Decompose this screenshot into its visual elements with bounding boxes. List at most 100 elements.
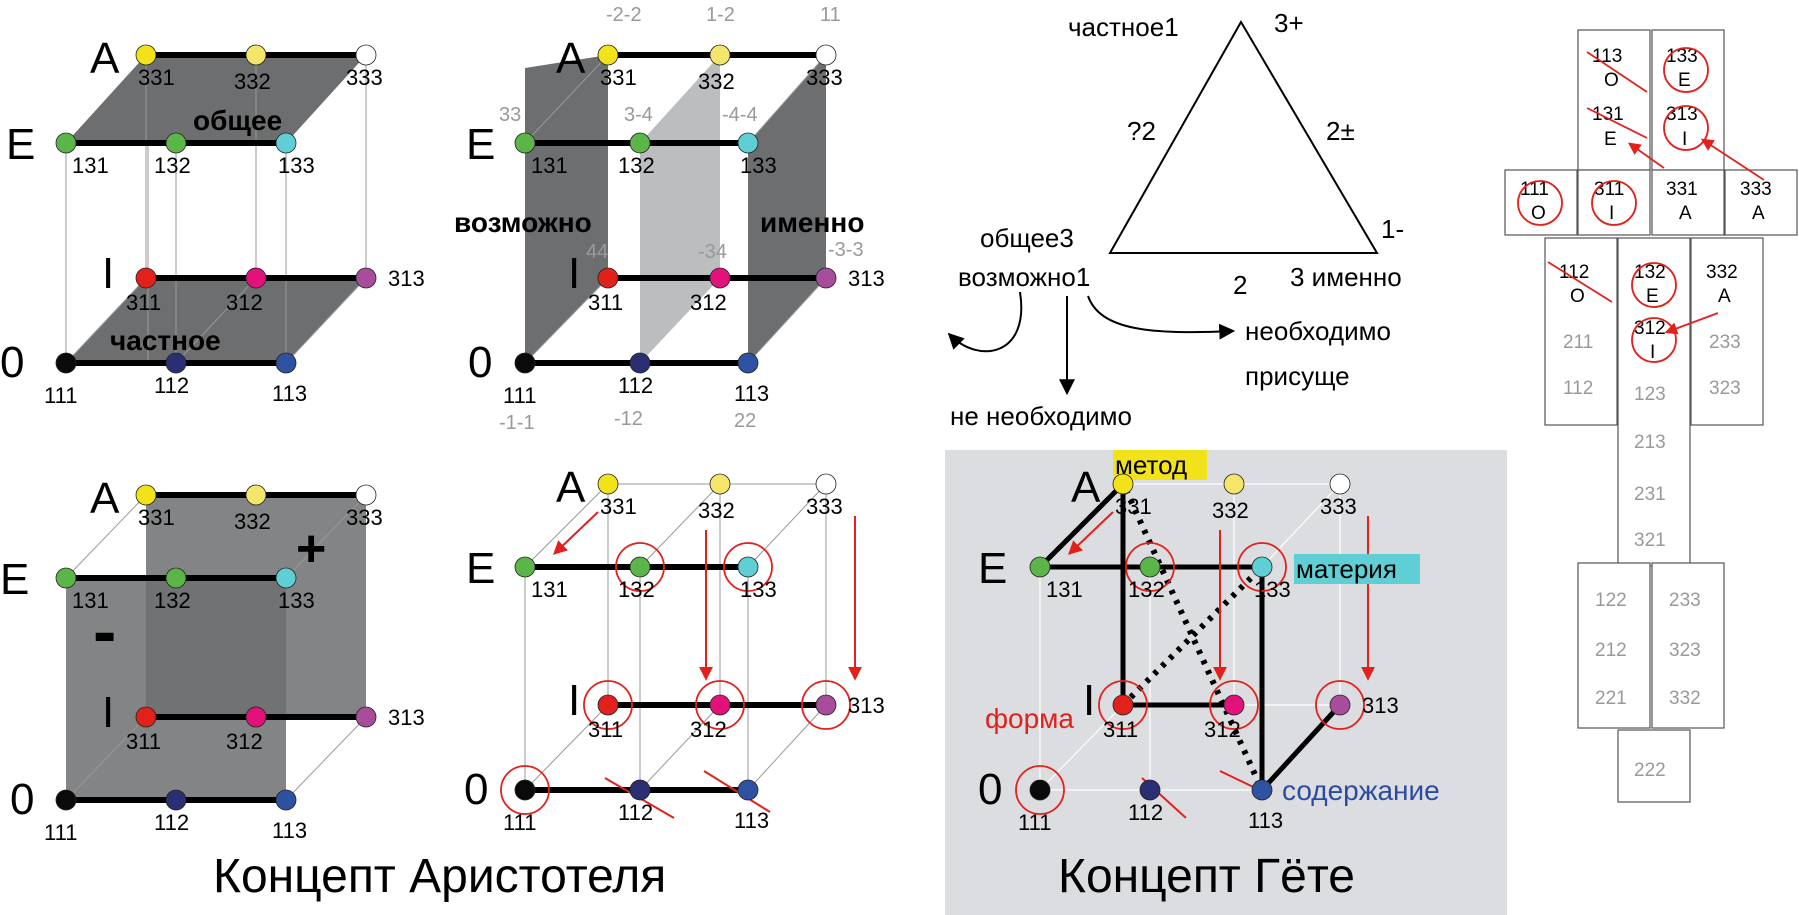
node-label: 331 — [138, 505, 175, 530]
matter-label: материя — [1296, 554, 1397, 584]
node-label: 313 — [388, 705, 425, 730]
node-label: 132 — [154, 588, 191, 613]
node-label: 131 — [72, 588, 109, 613]
node-label: 313 — [388, 266, 425, 291]
grid-cell-text: I — [1682, 129, 1687, 150]
node-113 — [1251, 779, 1273, 801]
grid-cell-text: 123 — [1634, 384, 1666, 405]
gray-code-label: 22 — [734, 410, 756, 432]
node-332 — [709, 44, 731, 66]
level-E-label: E — [6, 120, 35, 169]
exactly-label: именно — [760, 207, 864, 238]
level-O-label: 0 — [0, 338, 24, 387]
right-tip-label: 1- — [1381, 214, 1404, 244]
node-312 — [245, 706, 267, 728]
general-label: общее — [193, 105, 282, 136]
grid-cell-text: A — [1718, 286, 1731, 307]
node-label: 332 — [698, 69, 735, 94]
gray-code-label: 44 — [586, 241, 608, 263]
node-label: 313 — [848, 266, 885, 291]
grid-cell-text: A — [1752, 203, 1765, 224]
node-333 — [355, 484, 377, 506]
exactly3-label: 3 именно — [1290, 262, 1402, 292]
node-label: 113 — [1248, 808, 1283, 833]
gray-code-label: 33 — [499, 104, 521, 126]
node-label: 111 — [503, 810, 536, 835]
node-113 — [737, 779, 759, 801]
node-label: 132 — [1128, 577, 1165, 602]
node-label: 333 — [346, 505, 383, 530]
node-333 — [1329, 473, 1351, 495]
node-label: 311 — [126, 729, 161, 754]
node-131 — [514, 556, 536, 578]
node-332 — [1223, 473, 1245, 495]
node-label: 333 — [806, 494, 843, 519]
grid-cell-text: 222 — [1634, 760, 1666, 781]
node-label: 112 — [618, 373, 653, 398]
node-131 — [1029, 556, 1051, 578]
grid-cell-text: 231 — [1634, 484, 1666, 505]
gray-code-label: -34 — [698, 241, 727, 263]
level-O-label: 0 — [978, 765, 1002, 814]
node-label: 333 — [346, 65, 383, 90]
gray-code-label: -3-3 — [828, 239, 864, 261]
node-111 — [514, 352, 536, 374]
node-331 — [135, 484, 157, 506]
node-132 — [165, 567, 187, 589]
level-E-label: E — [466, 544, 495, 593]
node-312 — [709, 694, 731, 716]
grid-cell-text: 211 — [1563, 332, 1593, 353]
not-necessary-label: не необходимо — [950, 401, 1132, 431]
node-label: 133 — [278, 588, 315, 613]
node-113 — [275, 789, 297, 811]
node-332 — [245, 484, 267, 506]
level-E-label: E — [978, 544, 1007, 593]
middle-face — [640, 55, 720, 363]
node-label: 312 — [1204, 717, 1241, 742]
node-331 — [1112, 473, 1134, 495]
node-313 — [815, 267, 837, 289]
level-A-label: A — [556, 463, 586, 512]
grid-cell-text: 332 — [1669, 688, 1701, 709]
gray-code-label: 11 — [820, 4, 841, 26]
grid-cell-text: I — [1609, 203, 1614, 224]
node-112 — [629, 352, 651, 374]
node-312 — [709, 267, 731, 289]
node-label: 332 — [234, 509, 271, 534]
node-112 — [165, 352, 187, 374]
node-label: 133 — [278, 153, 315, 178]
node-label: 332 — [234, 69, 271, 94]
node-111 — [514, 779, 536, 801]
node-label: 331 — [600, 65, 637, 90]
node-131 — [55, 132, 77, 154]
node-132 — [629, 556, 651, 578]
node-label: 132 — [154, 153, 191, 178]
node-132 — [629, 132, 651, 154]
node-111 — [55, 789, 77, 811]
node-label: 133 — [1254, 577, 1291, 602]
right-edge-label: 2± — [1326, 116, 1355, 146]
node-label: 311 — [1103, 717, 1138, 742]
node-label: 112 — [154, 373, 189, 398]
form-label: форма — [985, 703, 1074, 734]
node-label: 331 — [1115, 494, 1152, 519]
node-label: 113 — [272, 818, 307, 843]
node-label: 333 — [1320, 494, 1357, 519]
node-311 — [597, 267, 619, 289]
level-A-label: A — [556, 34, 586, 83]
node-label: 313 — [848, 693, 885, 718]
level-I-label: I — [102, 249, 114, 298]
grid-cell-text: E — [1678, 70, 1691, 91]
level-A-label: A — [90, 474, 120, 523]
node-132 — [1139, 556, 1161, 578]
grid-cell-text: A — [1679, 203, 1692, 224]
exactly-face — [748, 55, 826, 363]
gray-code-label: -12 — [614, 408, 643, 430]
grid-cell-text: 331 — [1666, 179, 1698, 200]
level-I-label: I — [102, 688, 114, 737]
node-331 — [597, 44, 619, 66]
selection-circle — [1209, 680, 1259, 730]
